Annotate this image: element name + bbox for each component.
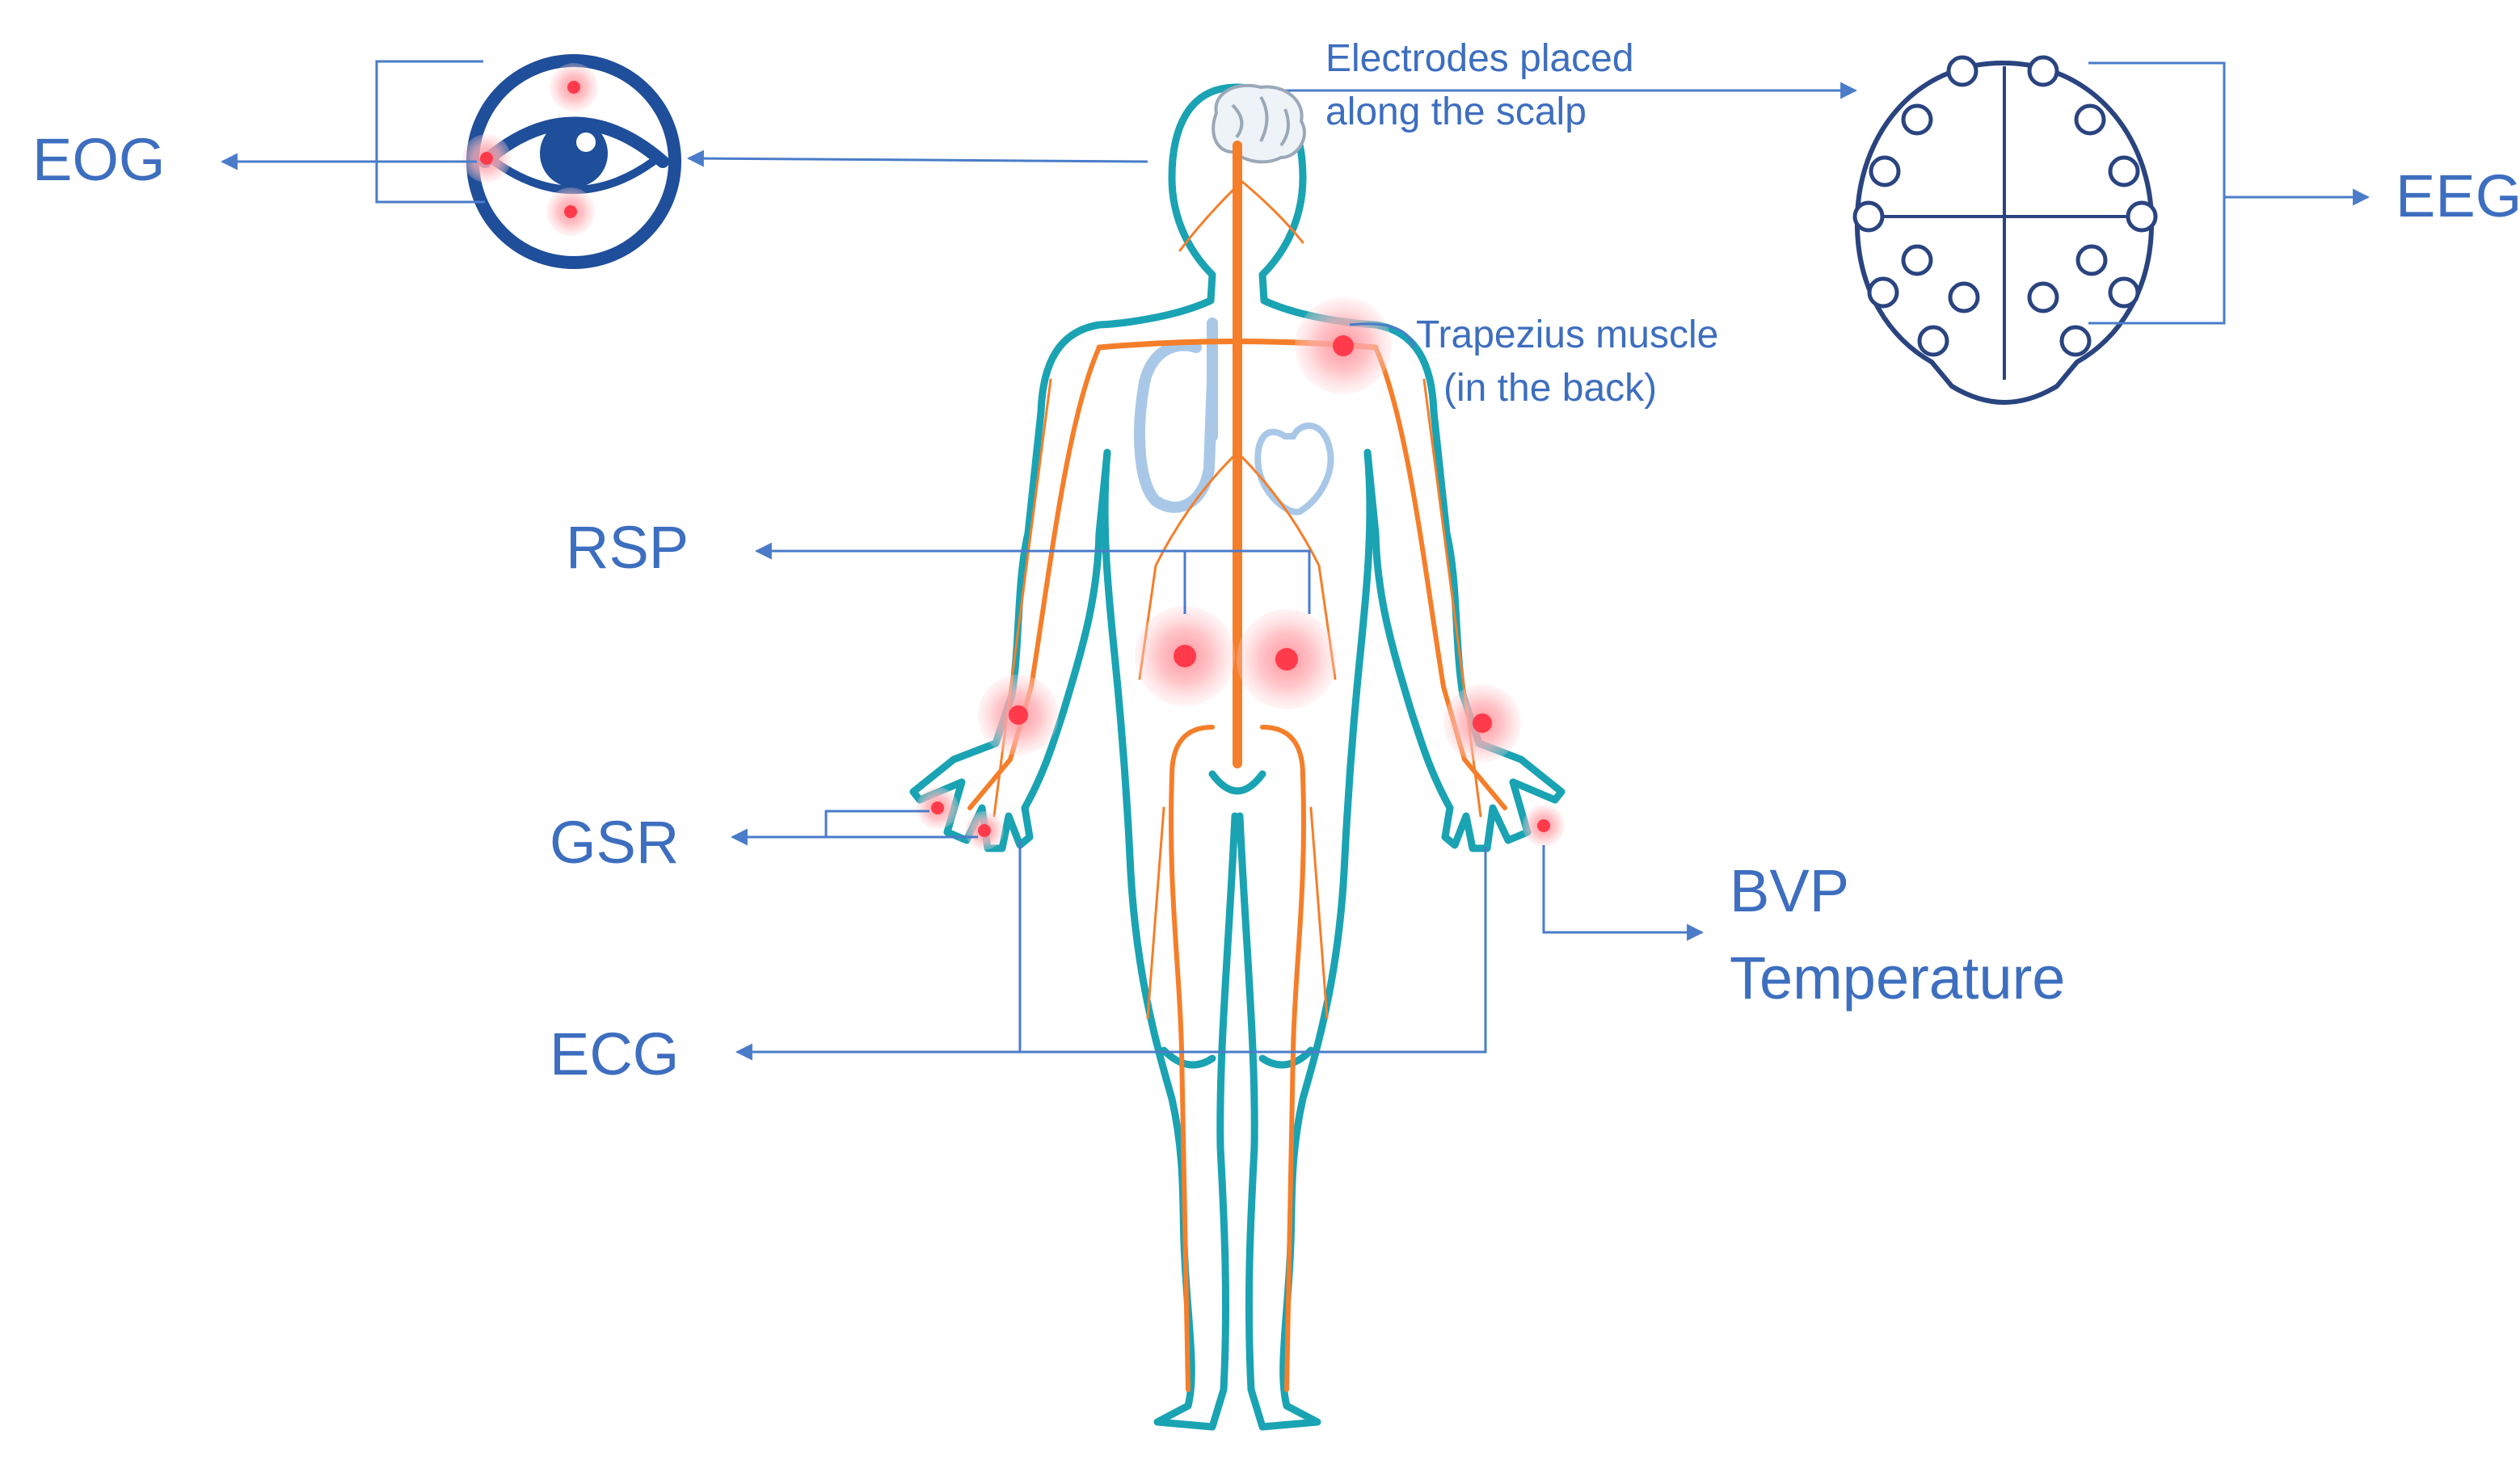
lungs-icon — [1134, 318, 1218, 513]
label-scalp-line2: along the scalp — [1325, 90, 1587, 133]
label-trapezius: Trapezius muscle (in the back) — [1416, 309, 1718, 415]
eog-sensor-points — [462, 63, 598, 236]
sensor-abdomen-right — [1237, 609, 1337, 709]
label-temperature: Temperature — [1730, 944, 2066, 1012]
trapezius-connector — [1349, 322, 1416, 348]
label-eeg: EEG — [2396, 162, 2520, 229]
label-ecg: ECG — [550, 1020, 680, 1087]
sensor-wrist-left — [978, 675, 1059, 755]
label-rsp: RSP — [566, 514, 689, 581]
label-gsr: GSR — [550, 809, 680, 876]
label-eog: EOG — [32, 126, 166, 193]
sensor-finger-left-2 — [965, 811, 1004, 850]
bvp-connector — [1542, 845, 1705, 941]
label-bvp: BVP — [1730, 857, 1850, 924]
eeg-connector — [1261, 61, 2370, 325]
nerve-network — [967, 141, 1507, 1392]
rsp-connector — [754, 542, 1311, 614]
sensor-finger-right — [1523, 805, 1565, 847]
sensor-finger-left-1 — [917, 787, 959, 829]
heart-icon — [1254, 422, 1334, 515]
brain-icon — [1212, 83, 1306, 164]
ecg-connector — [735, 840, 1487, 1061]
label-scalp-line1: Electrodes placed — [1325, 37, 1634, 80]
label-trapezius-line2: (in the back) — [1443, 367, 1658, 410]
sensor-trapezius — [1295, 297, 1392, 394]
sensor-wrist-right — [1443, 684, 1521, 762]
sensor-abdomen-left — [1135, 606, 1235, 706]
gsr-connector — [730, 810, 978, 846]
label-scalp-electrodes: Electrodes placed along the scalp — [1325, 32, 1634, 139]
eeg-electrode-map-icon — [1852, 55, 2158, 406]
eog-connector — [220, 60, 1148, 204]
label-trapezius-line1: Trapezius muscle — [1416, 313, 1719, 356]
